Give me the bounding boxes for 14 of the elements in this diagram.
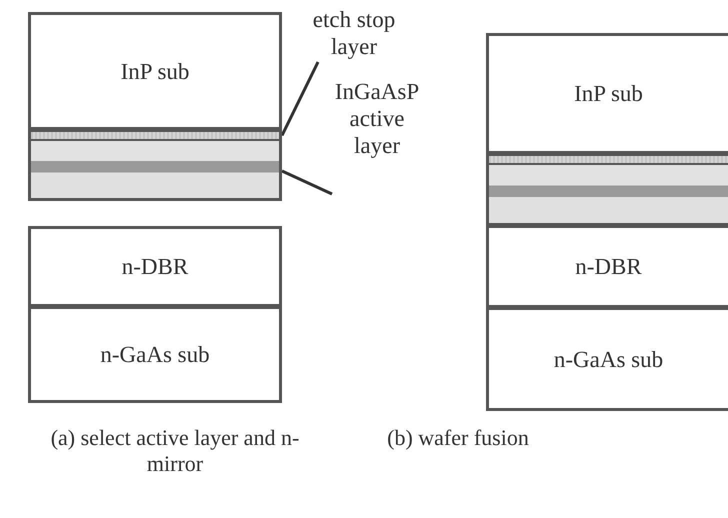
leader-line	[280, 61, 320, 136]
active-layer	[486, 165, 728, 226]
etch-stop-layer	[28, 129, 282, 142]
active-layer	[28, 141, 282, 201]
callout-label: InGaAsP active layer	[332, 78, 422, 198]
layer-box: n-DBR	[486, 225, 728, 308]
figure-caption: (b) wafer fusion	[386, 425, 530, 451]
figure-caption: (a) select active layer and n-mirror	[50, 425, 300, 477]
leader-line	[281, 170, 333, 196]
etch-stop-layer	[486, 153, 728, 166]
layer-box: n-GaAs sub	[28, 306, 282, 403]
layer-box: n-GaAs sub	[486, 307, 728, 411]
callout-label: etch stop layer	[298, 6, 410, 62]
layer-box: n-DBR	[28, 226, 282, 307]
